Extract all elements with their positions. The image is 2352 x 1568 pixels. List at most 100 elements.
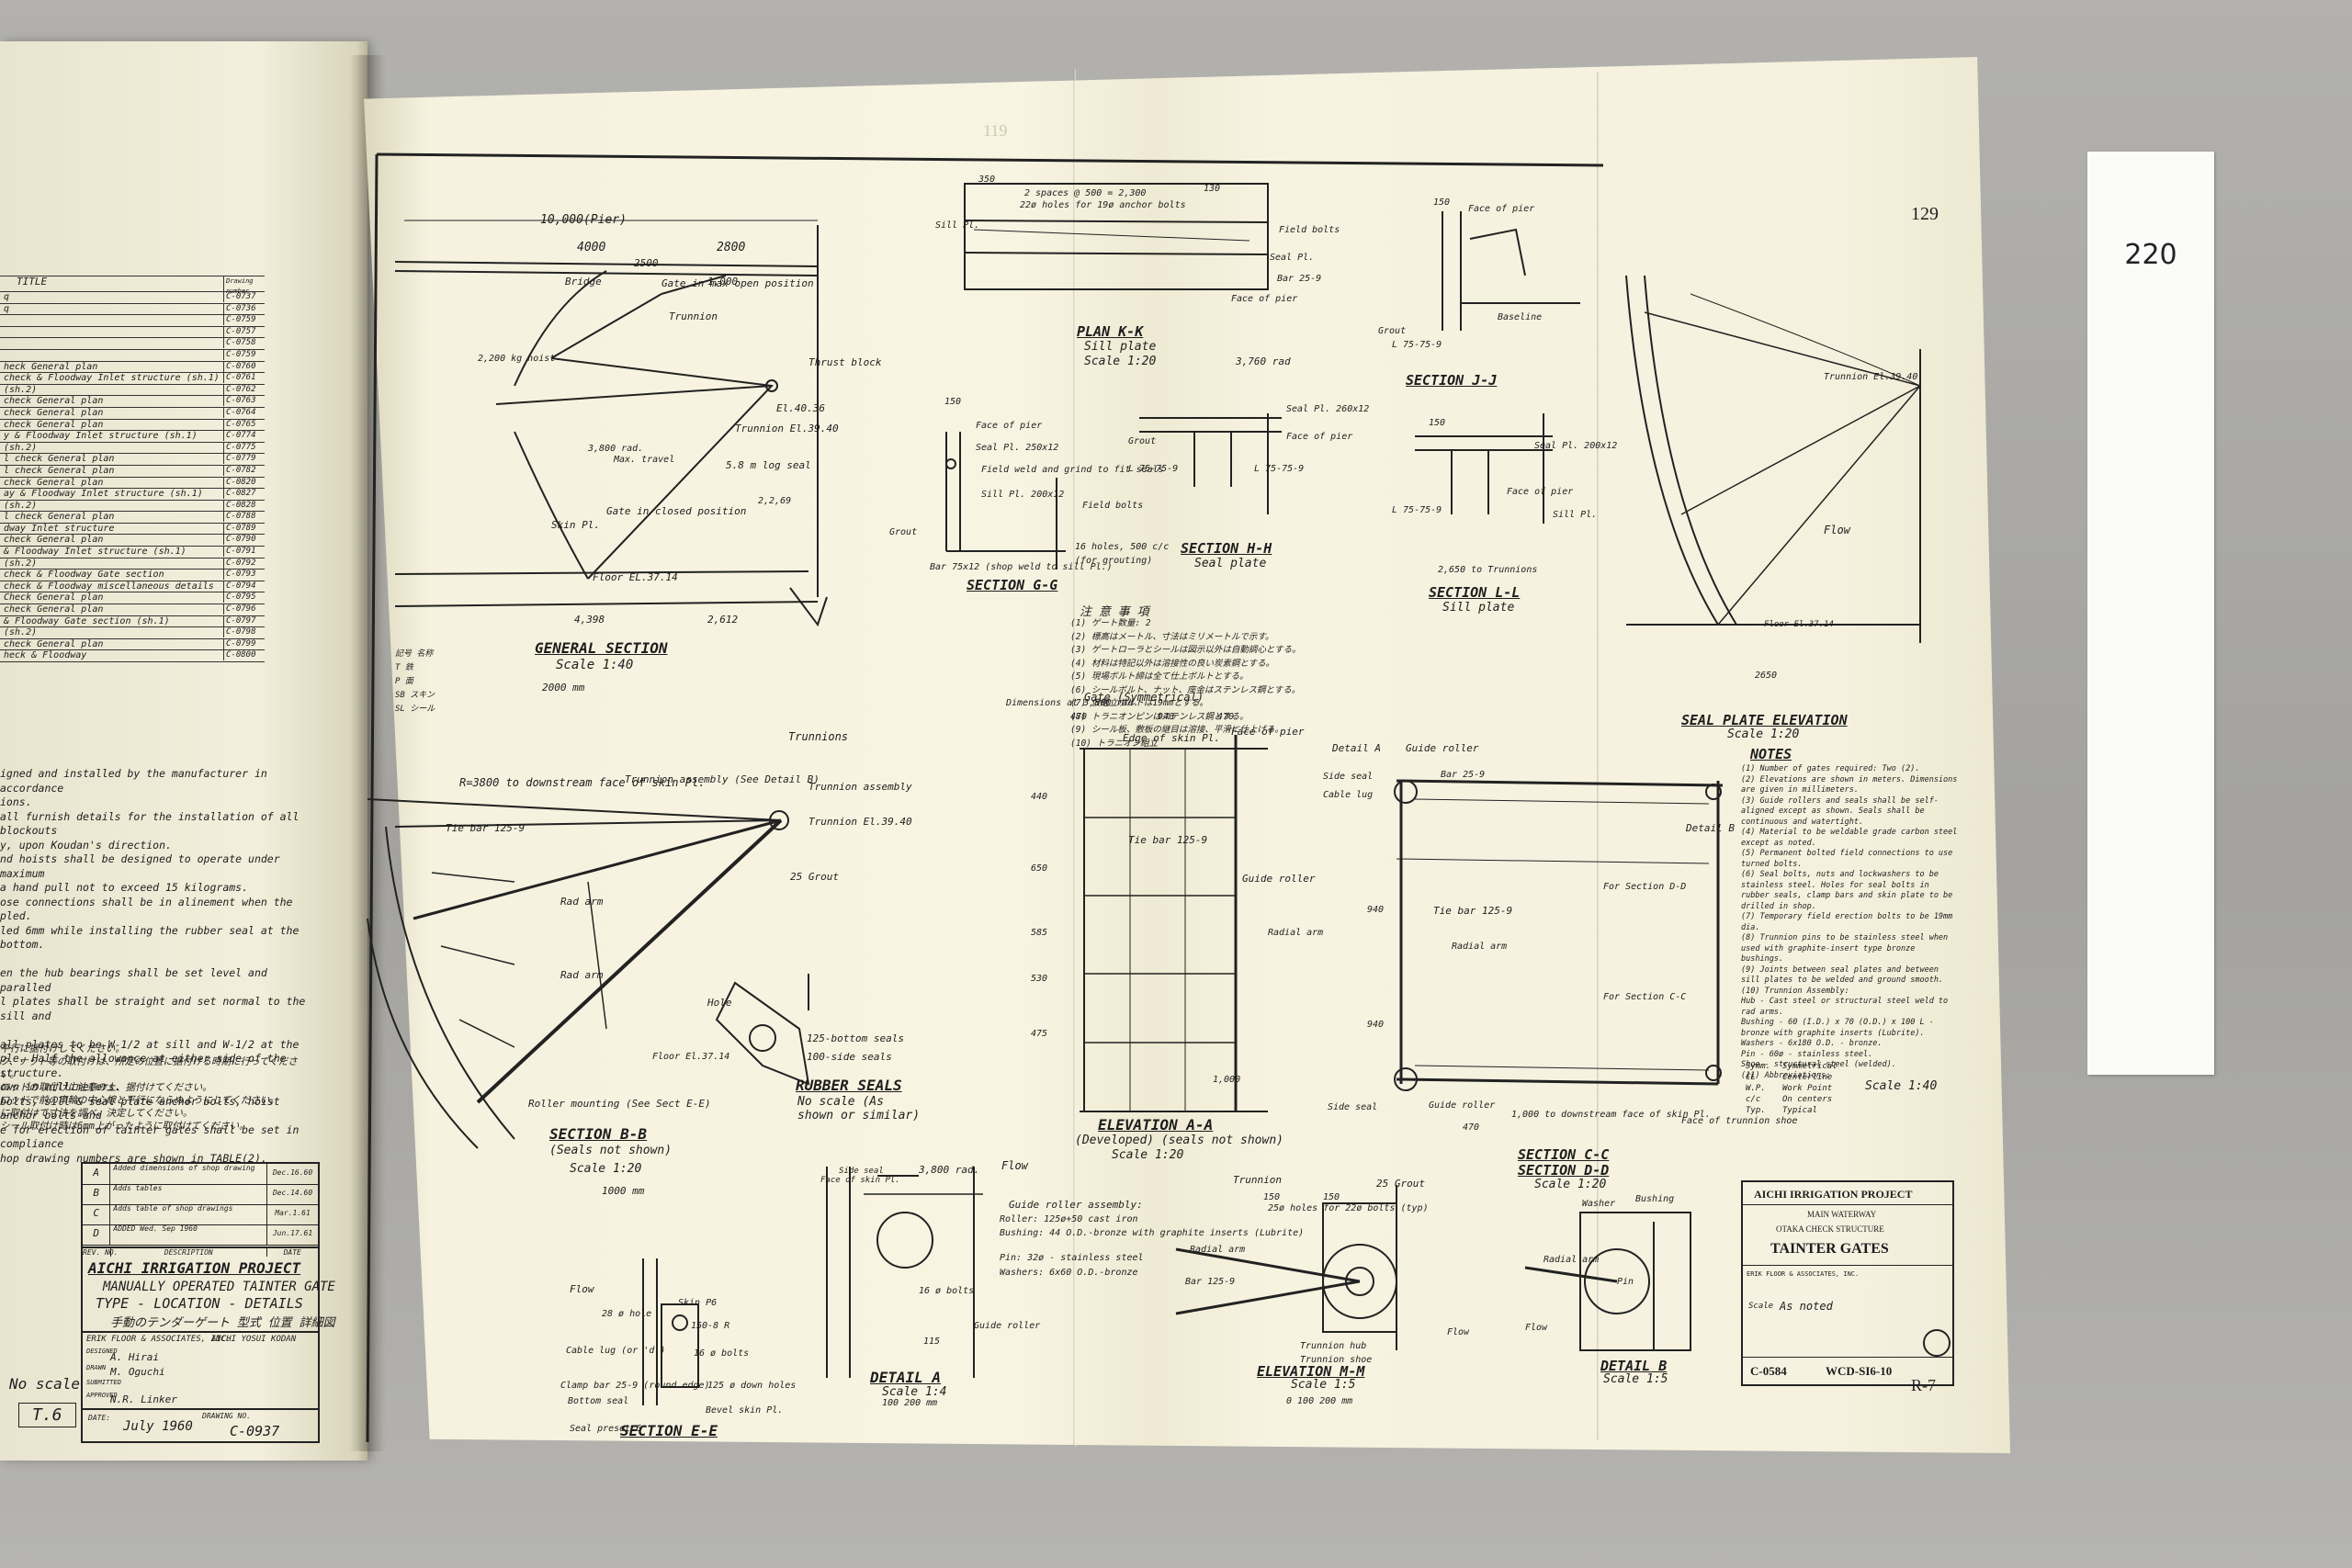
elevation-aa-label: 585 bbox=[1031, 928, 1048, 938]
note-line: ions. bbox=[0, 795, 32, 808]
legend-line: T 鉄 bbox=[395, 663, 413, 672]
elevation-aa-label: 475 bbox=[1031, 1029, 1048, 1039]
elevation-mm-label: Flow bbox=[1447, 1327, 1470, 1337]
section-ll-label: L 75-75-9 bbox=[1392, 505, 1442, 515]
index-row-number: C-0828 bbox=[223, 500, 266, 511]
abbreviation-row: Symm.Symmetrical bbox=[1746, 1061, 1856, 1072]
abbreviation-meaning: Centerline bbox=[1782, 1073, 1833, 1082]
english-notes-title: NOTES bbox=[1750, 746, 1792, 762]
plan-kk-subtitle: Sill plate bbox=[1084, 340, 1157, 354]
detail-b-label: Bushing bbox=[1635, 1194, 1675, 1204]
section-bb-label: Roller mounting (See Sect E-E) bbox=[528, 1098, 711, 1110]
section-cc-dd-label: For Section C-C bbox=[1603, 992, 1687, 1002]
section-bb-subtitle: (Seals not shown) bbox=[549, 1144, 673, 1157]
index-row-title: check & Floodway Gate section bbox=[4, 570, 164, 581]
section-hh-label: Face of pier bbox=[1286, 432, 1353, 442]
fold-crease-2 bbox=[1597, 72, 1600, 1440]
index-row-title: & Floodway Gate section (sh.1) bbox=[4, 615, 170, 626]
abbreviation-symbol: Typ. bbox=[1746, 1106, 1766, 1115]
index-row-number: C-0775 bbox=[223, 442, 266, 453]
revision-description: Adds table of shop drawings bbox=[110, 1204, 268, 1224]
general-section-label: 10,000(Pier) bbox=[540, 213, 627, 227]
left-drawing-date: July 1960 bbox=[123, 1419, 193, 1434]
elevation-mm-label: 150 bbox=[1323, 1192, 1340, 1202]
japanese-note: (5) 現場ボルト締は全て仕上ボルトとする。 bbox=[1070, 671, 1249, 682]
note-line: igned and installed by the manufacturer … bbox=[0, 767, 267, 795]
english-note: (8) Trunnion pins to be stainless steel … bbox=[1741, 933, 1949, 964]
section-cc-dd-label: Side seal bbox=[1323, 772, 1374, 782]
plate-scale: As noted bbox=[1780, 1300, 1833, 1313]
detail-a-label: Flow bbox=[1001, 1159, 1028, 1172]
section-gg-label: Field weld and grind to fit seals bbox=[981, 465, 1164, 475]
section-bb-label: R=3800 to downstream face of skin Pl. bbox=[459, 776, 706, 789]
revision-mark: C bbox=[83, 1204, 111, 1224]
index-row-number: C-0799 bbox=[223, 638, 266, 649]
section-bb-title: SECTION B-B bbox=[549, 1125, 647, 1143]
section-ee-label: Skin P6 bbox=[678, 1298, 718, 1308]
elevation-aa-label: Guide roller bbox=[1242, 873, 1316, 885]
english-note: Hub - Cast steel or structural steel wel… bbox=[1741, 997, 1949, 1017]
plan-kk-label: Bar 25-9 bbox=[1277, 274, 1322, 284]
index-row-title: q bbox=[4, 292, 10, 302]
index-row: (sh.2)C-0798 bbox=[0, 627, 265, 639]
general-section-label: Gate in max open position bbox=[662, 277, 814, 289]
section-ee-drawing bbox=[642, 1258, 699, 1405]
index-row-number: C-0759 bbox=[223, 349, 266, 360]
section-ee-title: SECTION E-E bbox=[620, 1422, 718, 1439]
elevation-aa-drawing bbox=[1080, 735, 1268, 1112]
japanese-note: (10) トラニオン組立 bbox=[1070, 738, 1159, 749]
index-row: ay & Floodway Inlet structure (sh.1)C-08… bbox=[0, 489, 265, 501]
legend-line: 記号 名称 bbox=[395, 649, 434, 659]
left-drawing-number: C-0937 bbox=[230, 1423, 280, 1439]
revision-description: Adds tables bbox=[110, 1184, 268, 1204]
index-row-title: (sh.2) bbox=[4, 558, 38, 569]
designed-label: DESIGNED bbox=[86, 1348, 118, 1355]
approval-stamp-icon bbox=[1923, 1329, 1951, 1357]
abbreviation-meaning: Work Point bbox=[1782, 1084, 1833, 1093]
index-header: TITLE Drawing number bbox=[0, 276, 265, 297]
plate-project-title: AICHI IRRIGATION PROJECT bbox=[1754, 1188, 1913, 1201]
elevation-aa-label: Face of pier bbox=[1231, 726, 1305, 738]
section-bb-label: 1000 mm bbox=[602, 1185, 645, 1197]
index-row: (sh.2)C-0828 bbox=[0, 500, 266, 513]
approved-label: APPROVED bbox=[86, 1392, 118, 1399]
index-row-number: C-0764 bbox=[223, 407, 266, 418]
note-line: all-plates to be W-1/2 at sill and W-1/2… bbox=[0, 1037, 300, 1051]
general-section-label: Bridge bbox=[565, 276, 602, 288]
index-row-title: l check General plan bbox=[4, 454, 115, 465]
section-gg-drawing bbox=[945, 432, 1066, 570]
japanese-note-line: 平行に据付けしてください。 bbox=[0, 1043, 125, 1055]
card-number: 220 bbox=[2124, 239, 2177, 271]
section-cc-dd-label: Detail B bbox=[1686, 822, 1735, 834]
index-row-number: C-0794 bbox=[223, 581, 266, 592]
section-ll-label: 2,650 to Trunnions bbox=[1438, 565, 1538, 575]
elevation-aa-label: 530 bbox=[1031, 974, 1048, 984]
english-notes-list: (1) Number of gates required: Two (2).(2… bbox=[1741, 764, 1962, 1081]
section-hh-label: 3,760 rad bbox=[1236, 355, 1291, 367]
rubber-seals-note: No scale (As shown or similar) bbox=[797, 1095, 921, 1122]
detail-a-label: Guide roller bbox=[974, 1321, 1041, 1331]
index-row-number: C-0779 bbox=[223, 454, 266, 465]
note-line: l plates shall be straight and set norma… bbox=[0, 995, 306, 1022]
detail-a-label: Roller: 125ø+50 cast iron bbox=[1000, 1214, 1138, 1224]
section-jj-drawing bbox=[1442, 211, 1580, 331]
date-label: DATE: bbox=[88, 1414, 111, 1422]
japanese-note: (4) 材料は特記以外は溶接性の良い炭素鋼とする。 bbox=[1070, 658, 1275, 669]
index-row-number: C-0792 bbox=[223, 558, 266, 569]
section-cc-dd-label: 470 bbox=[1463, 1122, 1480, 1133]
section-gg-label: Sill Pl. 200x12 bbox=[981, 490, 1065, 500]
index-row-title: check General plan bbox=[4, 535, 104, 546]
faint-page-number: 119 bbox=[983, 121, 1008, 140]
general-section-label: 2,200 kg hoist bbox=[478, 354, 556, 364]
drawn-by: M. Oguchi bbox=[110, 1366, 165, 1378]
left-firm-name: ERIK FLOOR & ASSOCIATES, INC. bbox=[86, 1335, 232, 1344]
section-ee-label: 150-8 R bbox=[691, 1321, 730, 1331]
general-section-label: 2500 bbox=[634, 257, 659, 269]
elevation-aa-label: 470 bbox=[1217, 712, 1235, 722]
